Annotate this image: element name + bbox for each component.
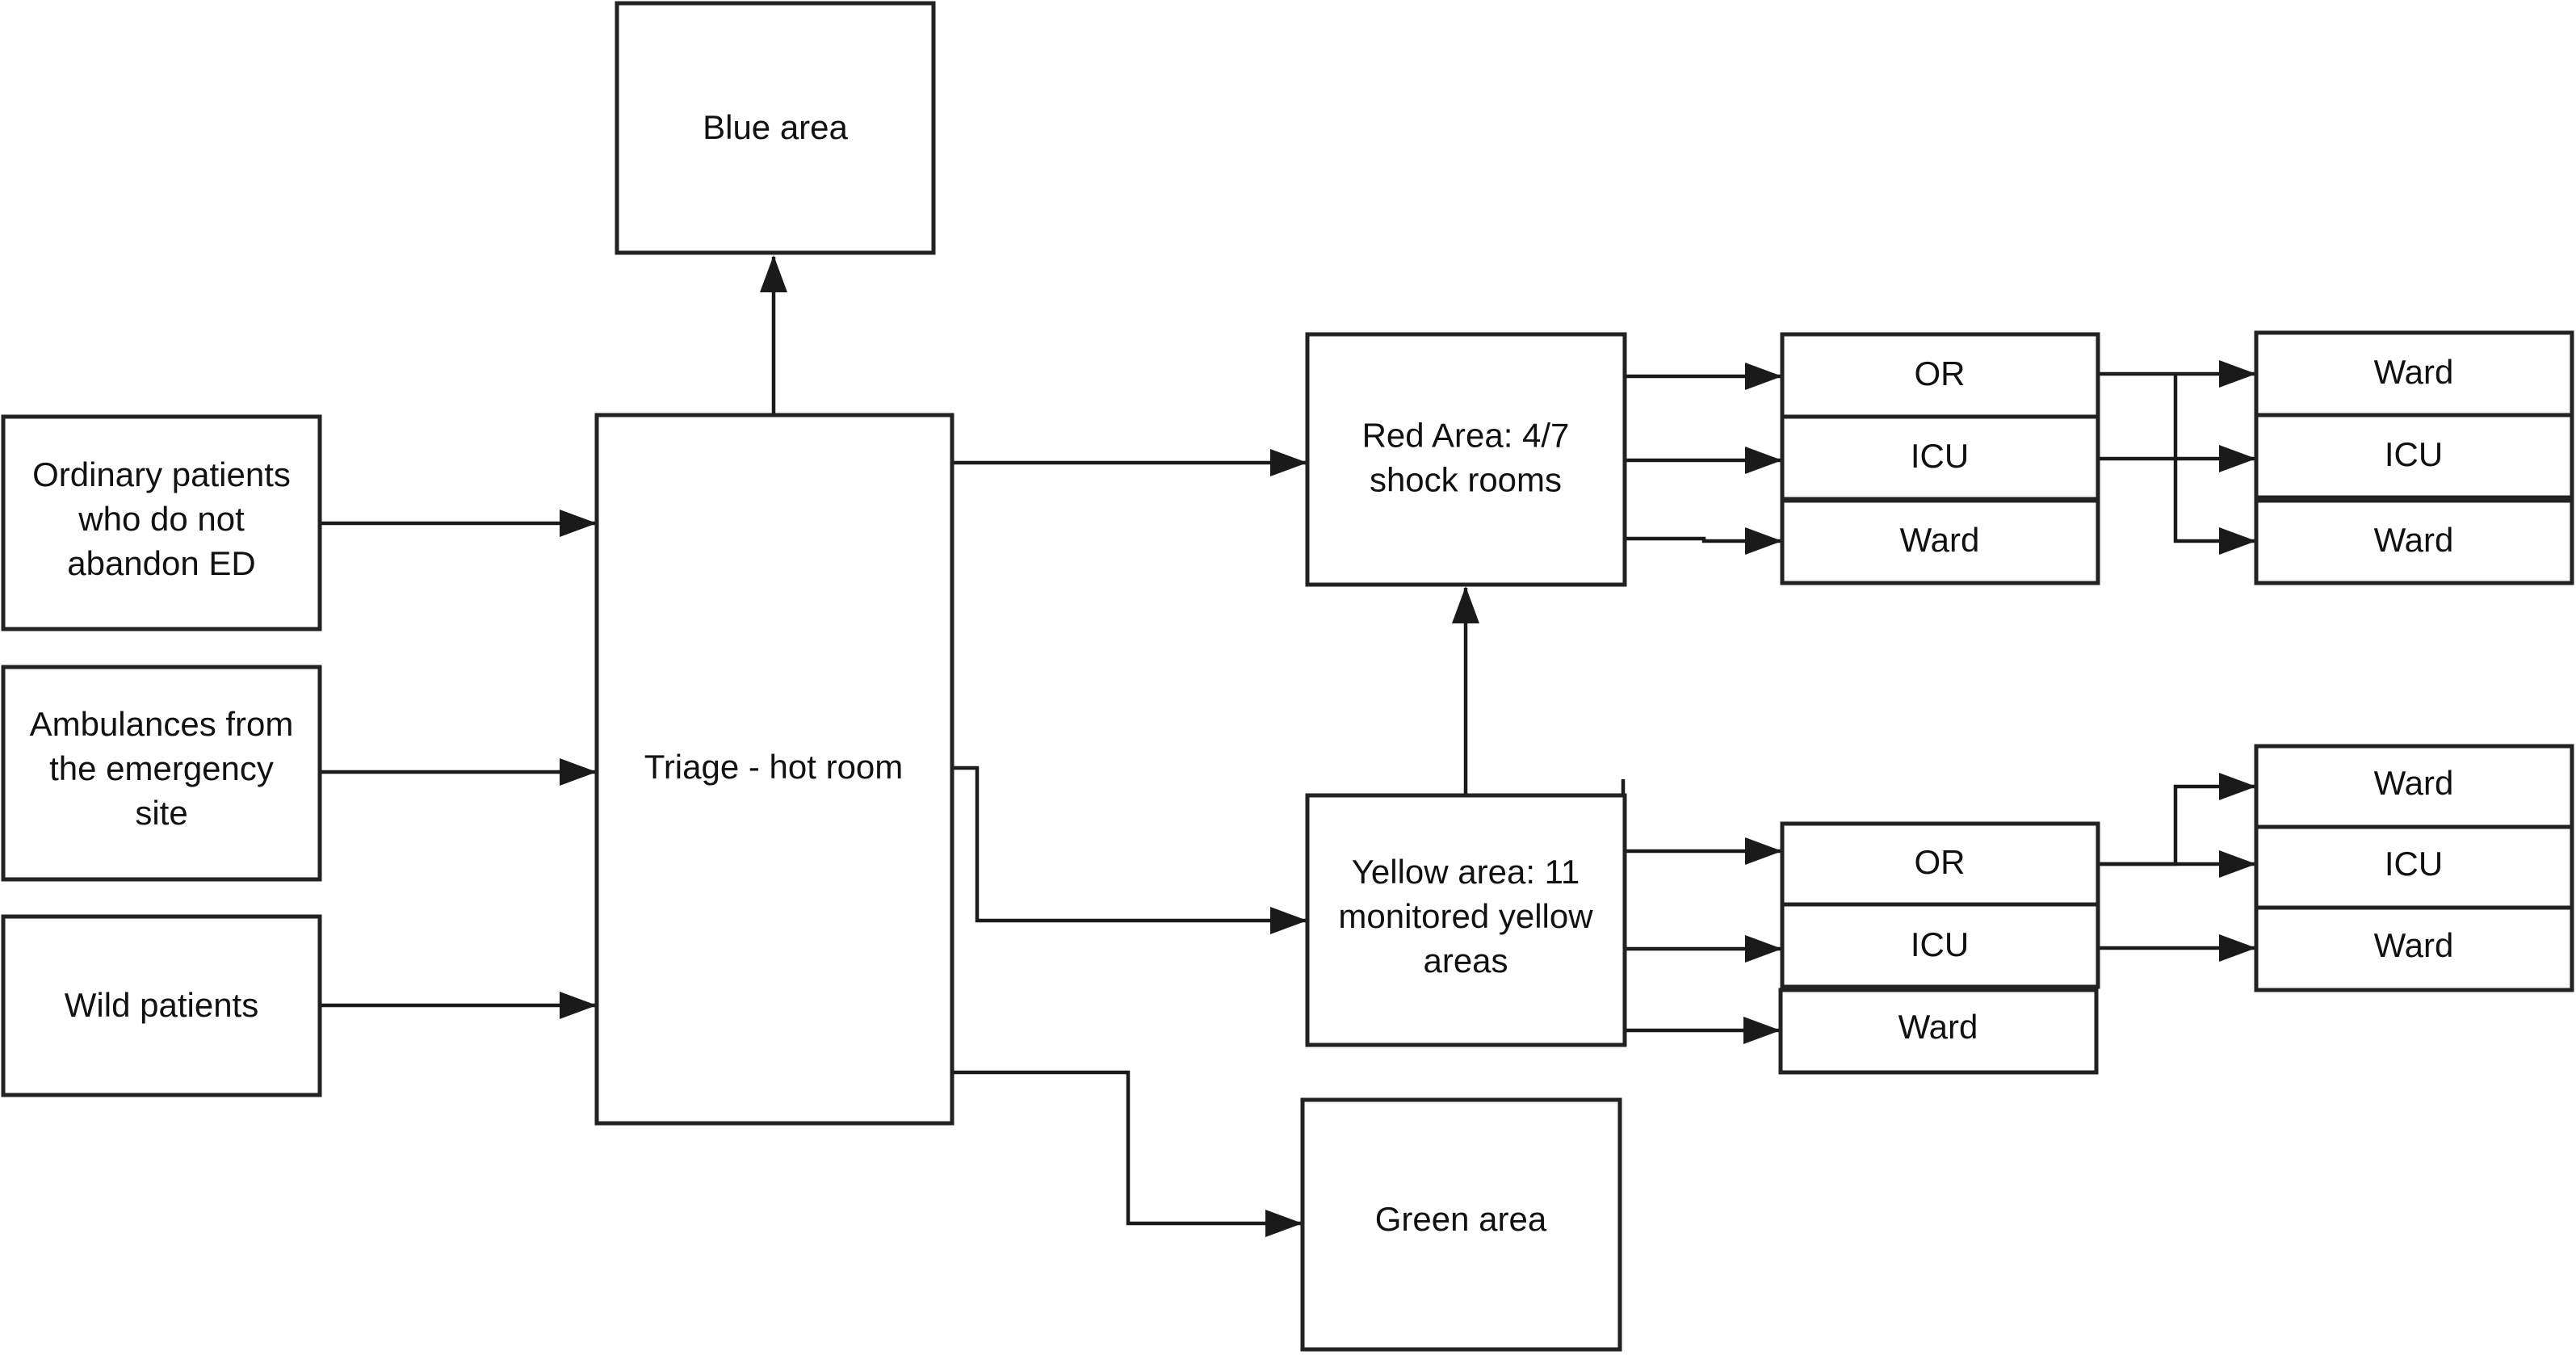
red-icu-line-1: ICU	[1911, 437, 1969, 475]
node-yellow-icu-ward: Ward	[2254, 905, 2574, 992]
node-yellow-or: OR	[1780, 821, 2100, 907]
node-wild-patients-label: Wild patients	[65, 986, 258, 1024]
node-ordinary-patients-label: Ordinary patients who do not abandon ED	[32, 455, 291, 582]
edge-red-branch-vertical	[2173, 374, 2256, 555]
node-ambulances: Ambulances from the emergency site	[1, 665, 322, 882]
yellow-icu-ward-line-1: Ward	[2374, 926, 2454, 964]
node-green-area: Green area	[1300, 1097, 1622, 1352]
node-blue-area-label: Blue area	[703, 108, 848, 146]
node-triage: Triage - hot room	[594, 413, 954, 1126]
red-or-line-1: OR	[1915, 354, 1966, 392]
node-yellow-or-icu: ICU	[2254, 824, 2574, 910]
ambulances-line-3: site	[135, 794, 187, 832]
node-yellow-or-icu-label: ICU	[2385, 845, 2443, 883]
ordinary-patients-line-3: abandon ED	[67, 544, 256, 582]
node-yellow-area: Yellow area: 11 monitored yellow areas	[1305, 793, 1627, 1047]
yellow-area-line-2: monitored yellow	[1338, 897, 1593, 935]
edge-triage-to-green	[952, 1070, 1303, 1237]
yellow-ward-line-1: Ward	[1898, 1008, 1978, 1046]
edge-red-to-ward	[1623, 527, 1782, 555]
node-yellow-or-ward: Ward	[2254, 744, 2574, 829]
node-yellow-ward-label: Ward	[1898, 1008, 1978, 1046]
node-blue-area: Blue area	[615, 1, 936, 255]
wild-patients-line-1: Wild patients	[65, 986, 258, 1024]
node-yellow-icu-label: ICU	[1911, 925, 1969, 963]
red-area-line-2: shock rooms	[1370, 461, 1562, 499]
node-yellow-or-label: OR	[1915, 843, 1966, 881]
node-red-ward: Ward	[1780, 498, 2100, 585]
yellow-or-line-1: OR	[1915, 843, 1966, 881]
node-yellow-ward: Ward	[1778, 988, 2099, 1075]
node-red-icu-label: ICU	[1911, 437, 1969, 475]
node-red-or-ward-label: Ward	[2374, 353, 2454, 391]
node-ambulances-label: Ambulances from the emergency site	[30, 705, 294, 832]
node-red-or-ward2-label: Ward	[2374, 521, 2454, 559]
edge-yellow-or-to-ward	[2098, 773, 2256, 866]
node-wild-patients: Wild patients	[1, 914, 322, 1097]
yellow-or-ward-line-1: Ward	[2374, 764, 2454, 802]
node-triage-label: Triage - hot room	[644, 748, 904, 786]
triage-line-1: Triage - hot room	[644, 748, 904, 786]
node-red-or-label: OR	[1915, 354, 1966, 392]
yellow-or-icu-line-1: ICU	[2385, 845, 2443, 883]
node-yellow-icu: ICU	[1780, 902, 2100, 989]
node-red-area: Red Area: 4/7 shock rooms	[1305, 332, 1627, 587]
ambulances-line-2: the emergency	[49, 749, 274, 787]
node-yellow-icu-ward-label: Ward	[2374, 926, 2454, 964]
blue-area-line-1: Blue area	[703, 108, 848, 146]
red-or-icu-line-1: ICU	[2385, 435, 2443, 473]
node-red-area-label: Red Area: 4/7 shock rooms	[1362, 417, 1570, 499]
red-ward-line-1: Ward	[1900, 521, 1980, 559]
node-red-icu: ICU	[1780, 414, 2100, 501]
node-red-or: OR	[1780, 332, 2100, 419]
node-red-or-icu-label: ICU	[2385, 435, 2443, 473]
node-ordinary-patients: Ordinary patients who do not abandon ED	[1, 414, 322, 631]
red-or-ward-line-1: Ward	[2374, 353, 2454, 391]
node-yellow-or-ward-label: Ward	[2374, 764, 2454, 802]
red-or-ward2-line-1: Ward	[2374, 521, 2454, 559]
node-red-or-ward: Ward	[2254, 330, 2574, 417]
yellow-area-line-3: areas	[1423, 942, 1508, 980]
yellow-area-line-1: Yellow area: 11	[1352, 853, 1580, 891]
yellow-icu-line-1: ICU	[1911, 925, 1969, 963]
edge-triage-to-yellow	[952, 766, 1307, 934]
node-red-or-icu: ICU	[2254, 413, 2574, 500]
ordinary-patients-line-1: Ordinary patients	[32, 455, 291, 493]
ordinary-patients-line-2: who do not	[78, 500, 245, 538]
connector-lines	[317, 255, 2256, 1237]
node-red-or-ward2: Ward	[2254, 498, 2574, 585]
node-yellow-area-label: Yellow area: 11 monitored yellow areas	[1338, 853, 1593, 980]
red-area-line-1: Red Area: 4/7	[1362, 417, 1570, 455]
node-green-area-label: Green area	[1375, 1200, 1547, 1238]
green-area-line-1: Green area	[1375, 1200, 1547, 1238]
ambulances-line-1: Ambulances from	[30, 705, 294, 743]
node-red-ward-label: Ward	[1900, 521, 1980, 559]
